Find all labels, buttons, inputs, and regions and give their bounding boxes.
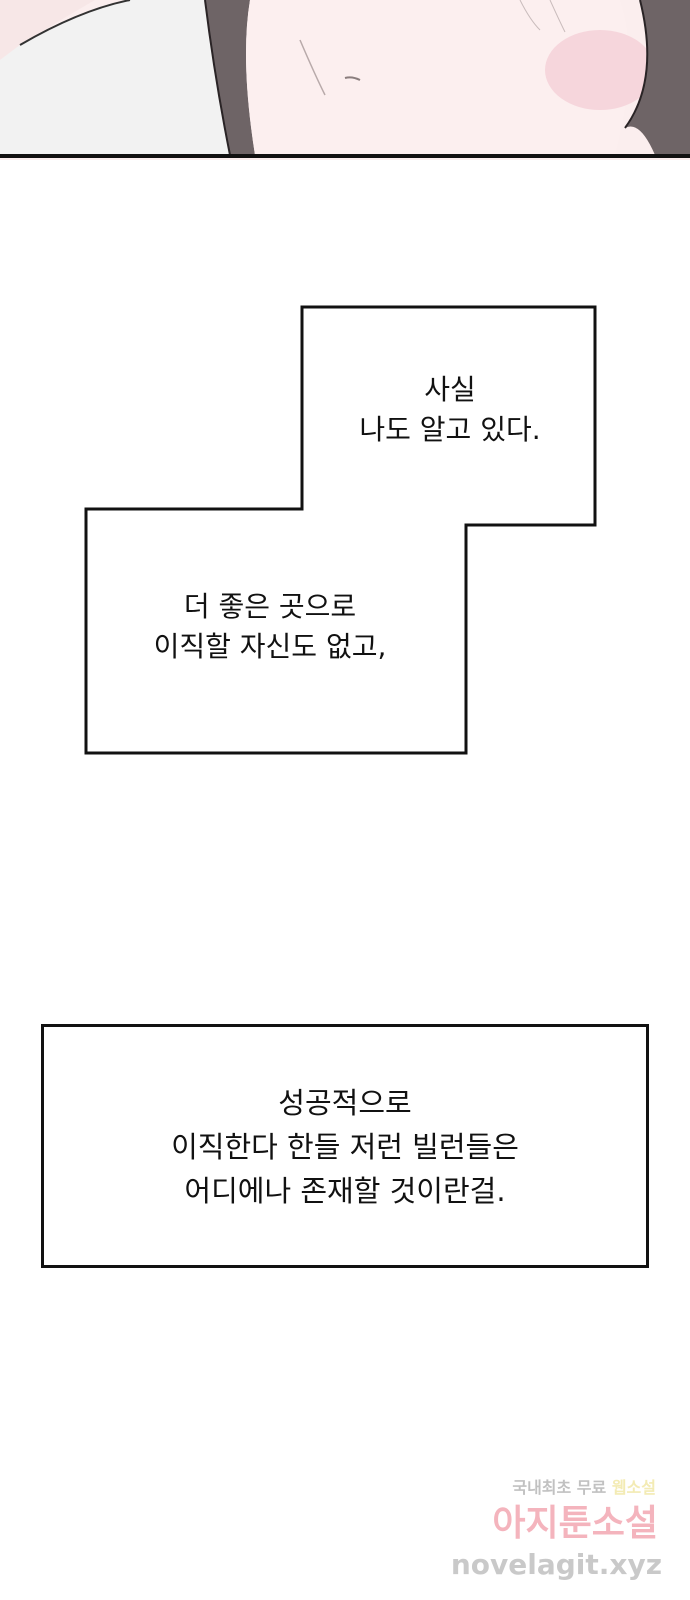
caption-text-3: 성공적으로 이직한다 한들 저런 빌런들은 어디에나 존재할 것이란걸.: [171, 1086, 519, 1208]
stepped-caption-boxes: [84, 305, 597, 755]
hair-right-outline: [624, 0, 649, 129]
face-area: [246, 0, 629, 155]
site-watermark: 국내최초 무료 웹소설 아지툰소설 novelagit.xyz: [450, 1472, 682, 1592]
caption-box-outline: [84, 305, 597, 755]
hair-right: [625, 0, 690, 155]
watermark-tagline-prefix: 국내최초 무료: [512, 1478, 607, 1497]
face-line: [299, 39, 326, 96]
comic-panel-illustration: [0, 0, 690, 160]
watermark-tagline: 국내최초 무료 웹소설: [512, 1474, 656, 1498]
hair-left-outline: [204, 0, 231, 156]
watermark-site: novelagit.xyz: [450, 1548, 662, 1581]
panel-border: [0, 154, 690, 158]
watermark-brand: 아지툰소설: [492, 1503, 658, 1544]
watermark-tagline-accent: 웹소설: [611, 1478, 656, 1497]
hair-left: [205, 0, 255, 155]
caption-box-3: 성공적으로 이직한다 한들 저런 빌런들은 어디에나 존재할 것이란걸.: [41, 1024, 649, 1268]
clothing-outline: [19, 0, 131, 46]
cheek-blush: [545, 30, 655, 110]
mouth-line: [344, 76, 361, 81]
caption-text-2: 더 좋은 곳으로 이직할 자신도 없고,: [153, 590, 387, 663]
chin-shadow: [0, 0, 95, 60]
face-closeup-illustration: [0, 0, 690, 160]
clothing-area: [0, 0, 230, 155]
hair-strand-line: [519, 0, 541, 31]
caption-text-1: 사실 나도 알고 있다.: [359, 373, 541, 446]
hair-strand-line: [549, 0, 566, 33]
